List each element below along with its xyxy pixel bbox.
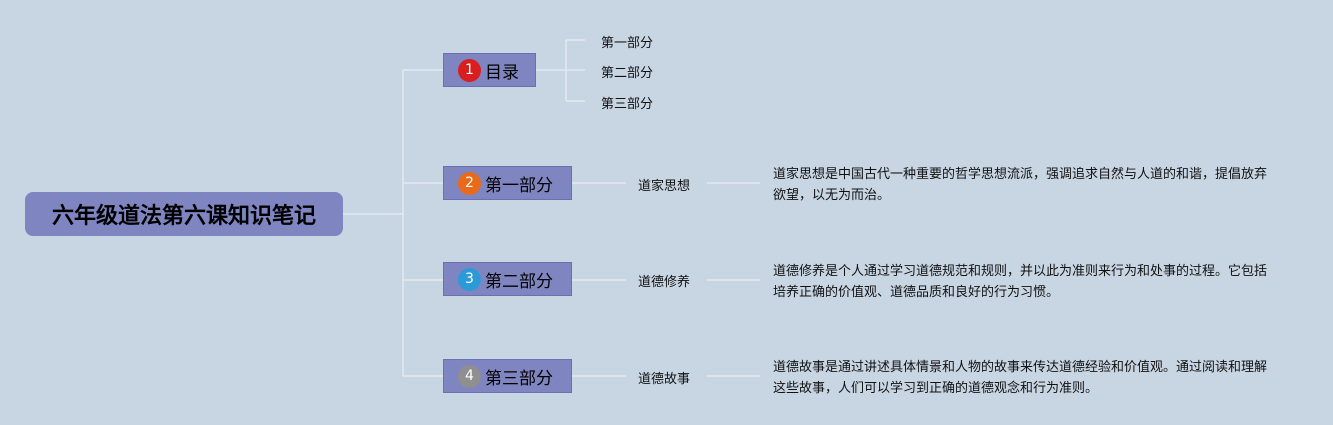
branch-label: 第一部分 — [485, 175, 553, 196]
branch-label: 第三部分 — [485, 368, 553, 389]
branch-part-3[interactable]: 4 第三部分 — [443, 359, 572, 393]
badge-4-icon: 4 — [458, 364, 481, 388]
toc-item-3[interactable]: 第三部分 — [601, 97, 654, 112]
branch-label: 目录 — [485, 62, 519, 83]
branch-part-1[interactable]: 2 第一部分 — [443, 166, 572, 200]
badge-1-icon: 1 — [458, 58, 481, 82]
badge-2-icon: 2 — [458, 171, 481, 195]
description-part-2: 道德修养是个人通过学习道德规范和规则，并以此为准则来行为和处事的过程。它包括培养… — [773, 264, 1268, 300]
badge-3-icon: 3 — [458, 267, 481, 291]
badge-number: 2 — [465, 175, 474, 191]
badge-number: 1 — [465, 62, 474, 78]
root-title: 六年级道法第六课知识笔记 — [51, 204, 316, 229]
badge-number: 3 — [465, 271, 474, 287]
toc-item-2[interactable]: 第二部分 — [601, 66, 654, 81]
branch-toc[interactable]: 1 目录 — [443, 53, 536, 87]
connector-toc-stem — [536, 40, 567, 101]
branch-part-2[interactable]: 3 第二部分 — [443, 262, 572, 296]
topic-moral-cultivation[interactable]: 道德修养 — [638, 275, 691, 290]
topic-moral-stories[interactable]: 道德故事 — [638, 372, 691, 387]
badge-number: 4 — [465, 368, 474, 384]
topic-daoist-thought[interactable]: 道家思想 — [638, 179, 691, 194]
toc-item-1[interactable]: 第一部分 — [601, 36, 654, 51]
description-part-1: 道家思想是中国古代一种重要的哲学思想流派，强调追求自然与人道的和谐，提倡放弃欲望… — [773, 167, 1268, 203]
root-node[interactable]: 六年级道法第六课知识笔记 — [25, 192, 343, 236]
branch-label: 第二部分 — [485, 271, 553, 292]
description-part-3: 道德故事是通过讲述具体情景和人物的故事来传达道德经验和价值观。通过阅读和理解这些… — [773, 360, 1268, 396]
